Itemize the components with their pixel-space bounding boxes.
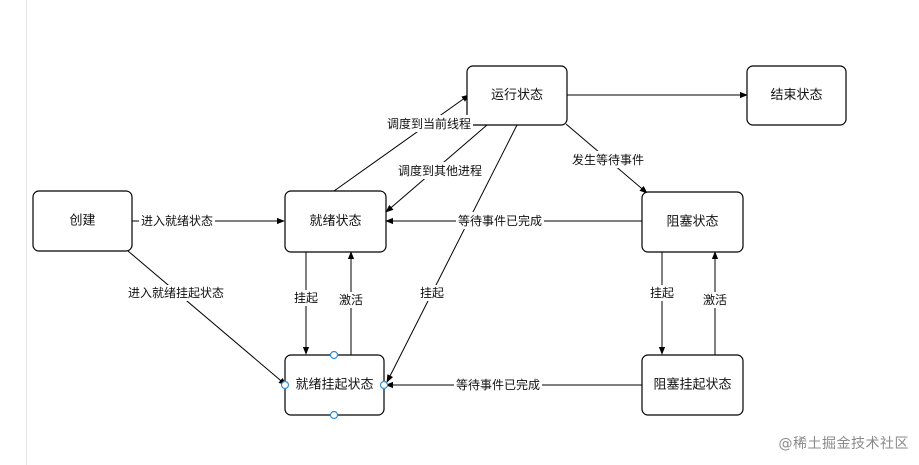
edge-label-blocked-suspended-to-blocked-text: 激活: [703, 293, 727, 307]
node-end[interactable]: 结束状态: [746, 65, 847, 126]
edge-label-ready-to-ready-suspended-text: 挂起: [294, 291, 318, 305]
watermark: @稀土掘金技术社区: [778, 436, 909, 452]
edge-create-to-ready-suspended[interactable]: [127, 250, 287, 386]
edge-label-create-to-ready: 进入就绪状态: [138, 213, 216, 229]
node-blocked[interactable]: 阻塞状态: [641, 191, 744, 253]
nodes: 创建 就绪状态 运行状态 结束状态 阻塞状态 就绪挂起状态 阻塞挂起状态: [32, 65, 847, 416]
node-end-label: 结束状态: [770, 88, 822, 103]
edge-label-create-to-ready-text: 进入就绪状态: [141, 214, 213, 228]
edge-label-blocked-to-ready: 等待事件已完成: [455, 212, 545, 229]
edge-label-blocked-suspended-to-blocked: 激活: [700, 292, 730, 308]
node-ready-suspended[interactable]: 就绪挂起状态: [284, 354, 385, 416]
resize-handle-right[interactable]: [379, 380, 389, 390]
resize-handle-top[interactable]: [329, 350, 339, 360]
edge-label-blocked-suspended-to-ready-suspended: 等待事件已完成: [453, 376, 543, 393]
node-create-label: 创建: [69, 214, 95, 229]
edge-label-ready-to-ready-suspended: 挂起: [291, 290, 321, 306]
edge-label-running-to-blocked-text: 发生等待事件: [572, 152, 644, 167]
edge-label-blocked-to-ready-text: 等待事件已完成: [458, 213, 542, 228]
resize-handle-bottom[interactable]: [329, 410, 339, 420]
node-create[interactable]: 创建: [32, 190, 133, 252]
edge-label-blocked-to-blocked-suspended-text: 挂起: [650, 286, 674, 300]
edge-label-running-to-ready-suspended-text: 挂起: [420, 286, 444, 300]
edge-label-ready-suspended-to-ready: 激活: [336, 292, 366, 308]
edge-label-blocked-suspended-to-ready-suspended-text: 等待事件已完成: [456, 377, 540, 392]
edge-ready-to-running[interactable]: [333, 94, 470, 192]
edge-label-running-to-ready-text: 调度到其他进程: [398, 163, 482, 178]
edge-label-blocked-to-blocked-suspended: 挂起: [647, 285, 677, 301]
edge-label-ready-to-running: 调度到当前线程: [384, 115, 474, 132]
node-running[interactable]: 运行状态: [466, 65, 568, 126]
edge-label-create-to-ready-suspended: 进入就绪挂起状态: [125, 285, 227, 301]
node-blocked-suspended-label: 阻塞挂起状态: [653, 377, 731, 393]
node-ready-suspended-label: 就绪挂起状态: [295, 378, 373, 393]
edge-labels: 进入就绪状态 进入就绪挂起状态 调度到当前线程 调度到其他进程 发生等待事件 等…: [125, 115, 730, 393]
node-ready-label: 就绪状态: [309, 214, 361, 229]
edge-label-running-to-ready: 调度到其他进程: [395, 162, 485, 179]
node-ready[interactable]: 就绪状态: [284, 190, 387, 253]
edge-running-to-ready-suspended[interactable]: [386, 124, 518, 383]
node-running-label: 运行状态: [491, 88, 543, 103]
resize-handle-left[interactable]: [280, 380, 290, 390]
edge-label-ready-to-running-text: 调度到当前线程: [387, 116, 471, 131]
node-blocked-label: 阻塞状态: [666, 214, 718, 230]
edge-label-ready-suspended-to-ready-text: 激活: [339, 293, 363, 307]
node-blocked-suspended[interactable]: 阻塞挂起状态: [641, 354, 744, 416]
selection-handles: [280, 350, 389, 420]
edge-label-running-to-ready-suspended: 挂起: [417, 285, 447, 301]
canvas-left-border: [26, 0, 27, 465]
edge-label-create-to-ready-suspended-text: 进入就绪挂起状态: [128, 286, 224, 300]
edge-label-running-to-blocked: 发生等待事件: [569, 151, 647, 168]
